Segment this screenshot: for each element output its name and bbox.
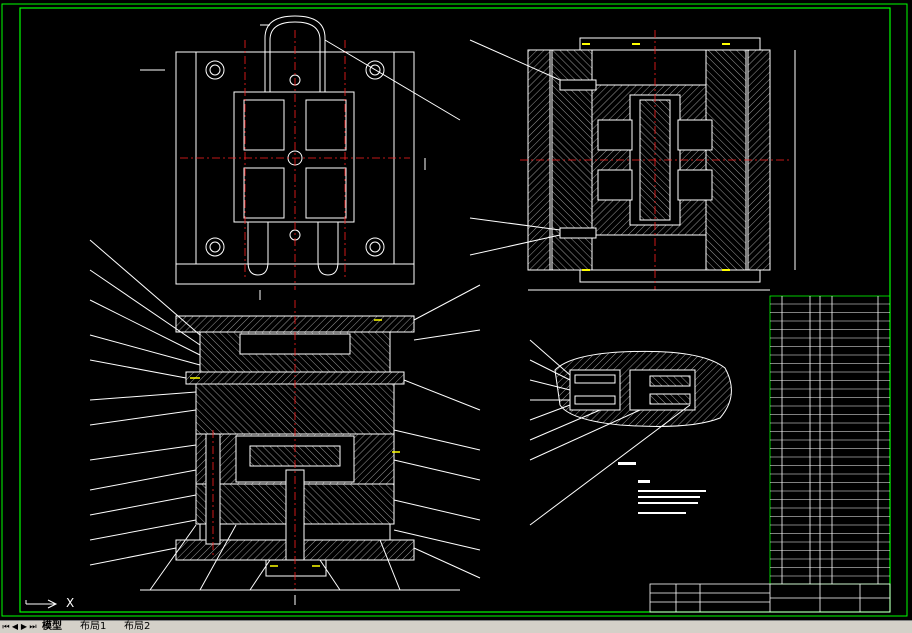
tab-model[interactable]: 模型	[42, 621, 62, 632]
first-tab-arrow-icon[interactable]: ⏮	[2, 622, 10, 631]
layout-tab-bar: ⏮ ◀ ▶ ⏭ 模型 布局1 布局2	[0, 620, 912, 633]
detail-view	[529, 339, 732, 526]
drawing-frame	[1, 3, 908, 617]
tab-layout-1[interactable]: 布局1	[80, 621, 107, 632]
next-tab-arrow-icon[interactable]: ▶	[20, 622, 28, 631]
title-block	[649, 583, 891, 613]
technical-notes	[618, 462, 706, 514]
last-tab-arrow-icon[interactable]: ⏭	[29, 622, 37, 631]
tab-layout-2[interactable]: 布局2	[124, 621, 151, 632]
ucs-icon	[25, 599, 58, 609]
side-section-view	[469, 30, 796, 291]
top-plan-view	[140, 15, 461, 300]
drawing-canvas[interactable]	[0, 0, 912, 620]
ucs-x-label: X	[66, 596, 75, 610]
front-section-view	[89, 239, 481, 605]
prev-tab-arrow-icon[interactable]: ◀	[11, 622, 19, 631]
parts-list-rows	[770, 303, 890, 577]
